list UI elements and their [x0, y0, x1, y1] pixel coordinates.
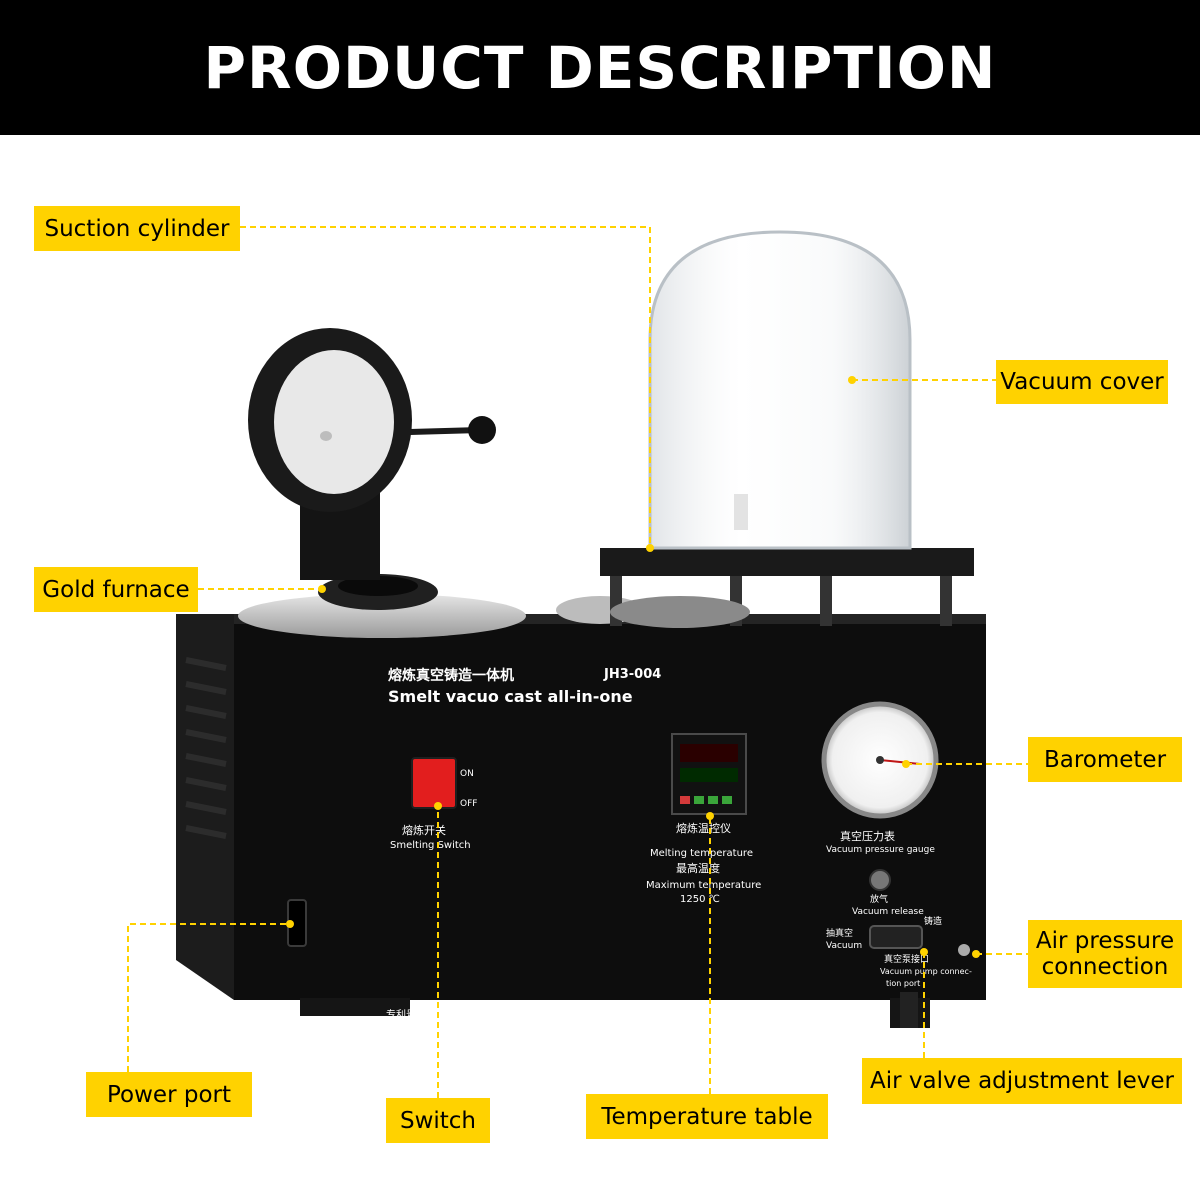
vacuum-gauge: 真空压力表 Vacuum pressure gauge: [821, 701, 939, 855]
gauge-label-en: Vacuum pressure gauge: [826, 845, 935, 855]
header-banner: PRODUCT DESCRIPTION: [0, 0, 1200, 135]
patent-number: 专利号PAT：202130317186.4: [386, 1008, 529, 1021]
callout-vacuum-cover: Vacuum cover: [996, 360, 1168, 404]
temp-label-en: Melting temperature: [650, 848, 753, 859]
switch-label-en: Smelting Switch: [390, 840, 471, 851]
callout-suction-cylinder-label: Suction cylinder: [44, 215, 230, 242]
release-cn: 放气: [870, 893, 888, 905]
callout-power-port: Power port: [86, 1072, 252, 1117]
vacuum-en: Vacuum: [826, 941, 862, 951]
callout-switch: Switch: [386, 1098, 490, 1143]
callout-air-pressure-line2: connection: [1041, 954, 1169, 980]
callout-power-port-label: Power port: [107, 1081, 231, 1108]
pump-port-cn: 真空泵接口: [884, 953, 929, 965]
callout-gold-furnace: Gold furnace: [34, 567, 198, 612]
switch-off-label: OFF: [460, 799, 477, 809]
vacuum-cn: 抽真空: [826, 927, 853, 939]
max-temp-value: 1250 ℃: [680, 894, 720, 905]
callout-air-valve-lever-label: Air valve adjustment lever: [870, 1068, 1174, 1094]
smelting-switch: ON OFF 熔炼开关 Smelting Switch: [390, 757, 477, 851]
panel-model: JH3-004: [603, 667, 661, 682]
leader-suction-cylinder: [240, 226, 651, 548]
pump-port-en-2: tion port: [886, 979, 920, 988]
side-vents: [185, 657, 227, 839]
release-en: Vacuum release: [852, 907, 924, 917]
callout-temperature-table: Temperature table: [586, 1094, 828, 1139]
max-temp-en: Maximum temperature: [646, 880, 761, 891]
callout-barometer: Barometer: [1028, 737, 1182, 782]
page-title: PRODUCT DESCRIPTION: [203, 33, 997, 102]
vacuum-chamber-base: [556, 548, 974, 628]
callout-suction-cylinder: Suction cylinder: [34, 206, 240, 251]
callout-temperature-table-label: Temperature table: [601, 1103, 813, 1130]
callout-barometer-label: Barometer: [1043, 746, 1167, 773]
gold-furnace: [238, 328, 526, 638]
temp-label-cn: 熔炼温控仪: [676, 821, 731, 835]
callout-vacuum-cover-label: Vacuum cover: [1000, 369, 1164, 395]
panel-title-en: Smelt vacuo cast all-in-one: [388, 687, 633, 706]
callout-air-pressure-line1: Air pressure: [1035, 928, 1175, 954]
callout-gold-furnace-label: Gold furnace: [42, 576, 190, 603]
cast-cn: 铸造: [924, 915, 942, 927]
leader-power-port: [127, 923, 290, 1072]
callout-air-pressure-connection: Air pressure connection: [1028, 920, 1182, 988]
callout-air-valve-lever: Air valve adjustment lever: [862, 1058, 1182, 1104]
switch-on-label: ON: [460, 769, 474, 779]
panel-title-cn: 熔炼真空铸造一体机: [388, 667, 514, 684]
release-valve: 放气 Vacuum release 抽真空 Vacuum 铸造 真空泵接口 Va…: [826, 869, 972, 1028]
vacuum-dome: [648, 230, 912, 550]
gauge-label-cn: 真空压力表: [840, 829, 895, 843]
callout-switch-label: Switch: [399, 1107, 477, 1134]
pump-port-en-1: Vacuum pump connec-: [880, 967, 972, 976]
switch-label-cn: 熔炼开关: [402, 823, 446, 837]
